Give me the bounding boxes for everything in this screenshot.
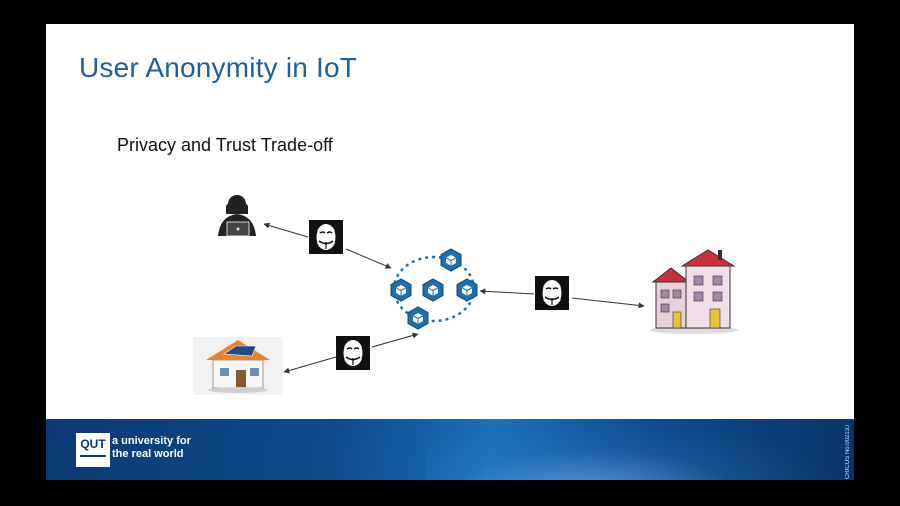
slide-title: User Anonymity in IoT — [79, 52, 358, 83]
anonymous-mask-icon — [308, 219, 344, 255]
slide: User Anonymity in IoT Privacy and Trust … — [46, 24, 854, 480]
qut-logo: QUT — [76, 433, 110, 467]
qut-logo-bar — [80, 455, 106, 457]
footer-tagline: a university for the real world — [112, 435, 191, 461]
anonymous-mask-icon — [335, 335, 371, 371]
cricos-number: CRICOS No.00213J — [845, 425, 851, 480]
slide-subtitle: Privacy and Trust Trade-off — [117, 135, 333, 155]
solar-panel-house-icon — [193, 337, 283, 395]
diagram — [193, 195, 738, 395]
footer-banner: QUT a university for the real world CRIC… — [46, 419, 854, 480]
blockchain-network-icon — [390, 248, 478, 330]
tagline-line-1: a university for — [112, 435, 191, 447]
tagline-line-2: the real world — [112, 448, 184, 460]
qut-logo-text: QUT — [80, 437, 106, 451]
apartment-building-icon — [650, 249, 738, 334]
hacker-laptop-icon — [218, 195, 256, 237]
anonymous-mask-icon — [534, 275, 570, 311]
footer-decoration — [426, 419, 846, 480]
